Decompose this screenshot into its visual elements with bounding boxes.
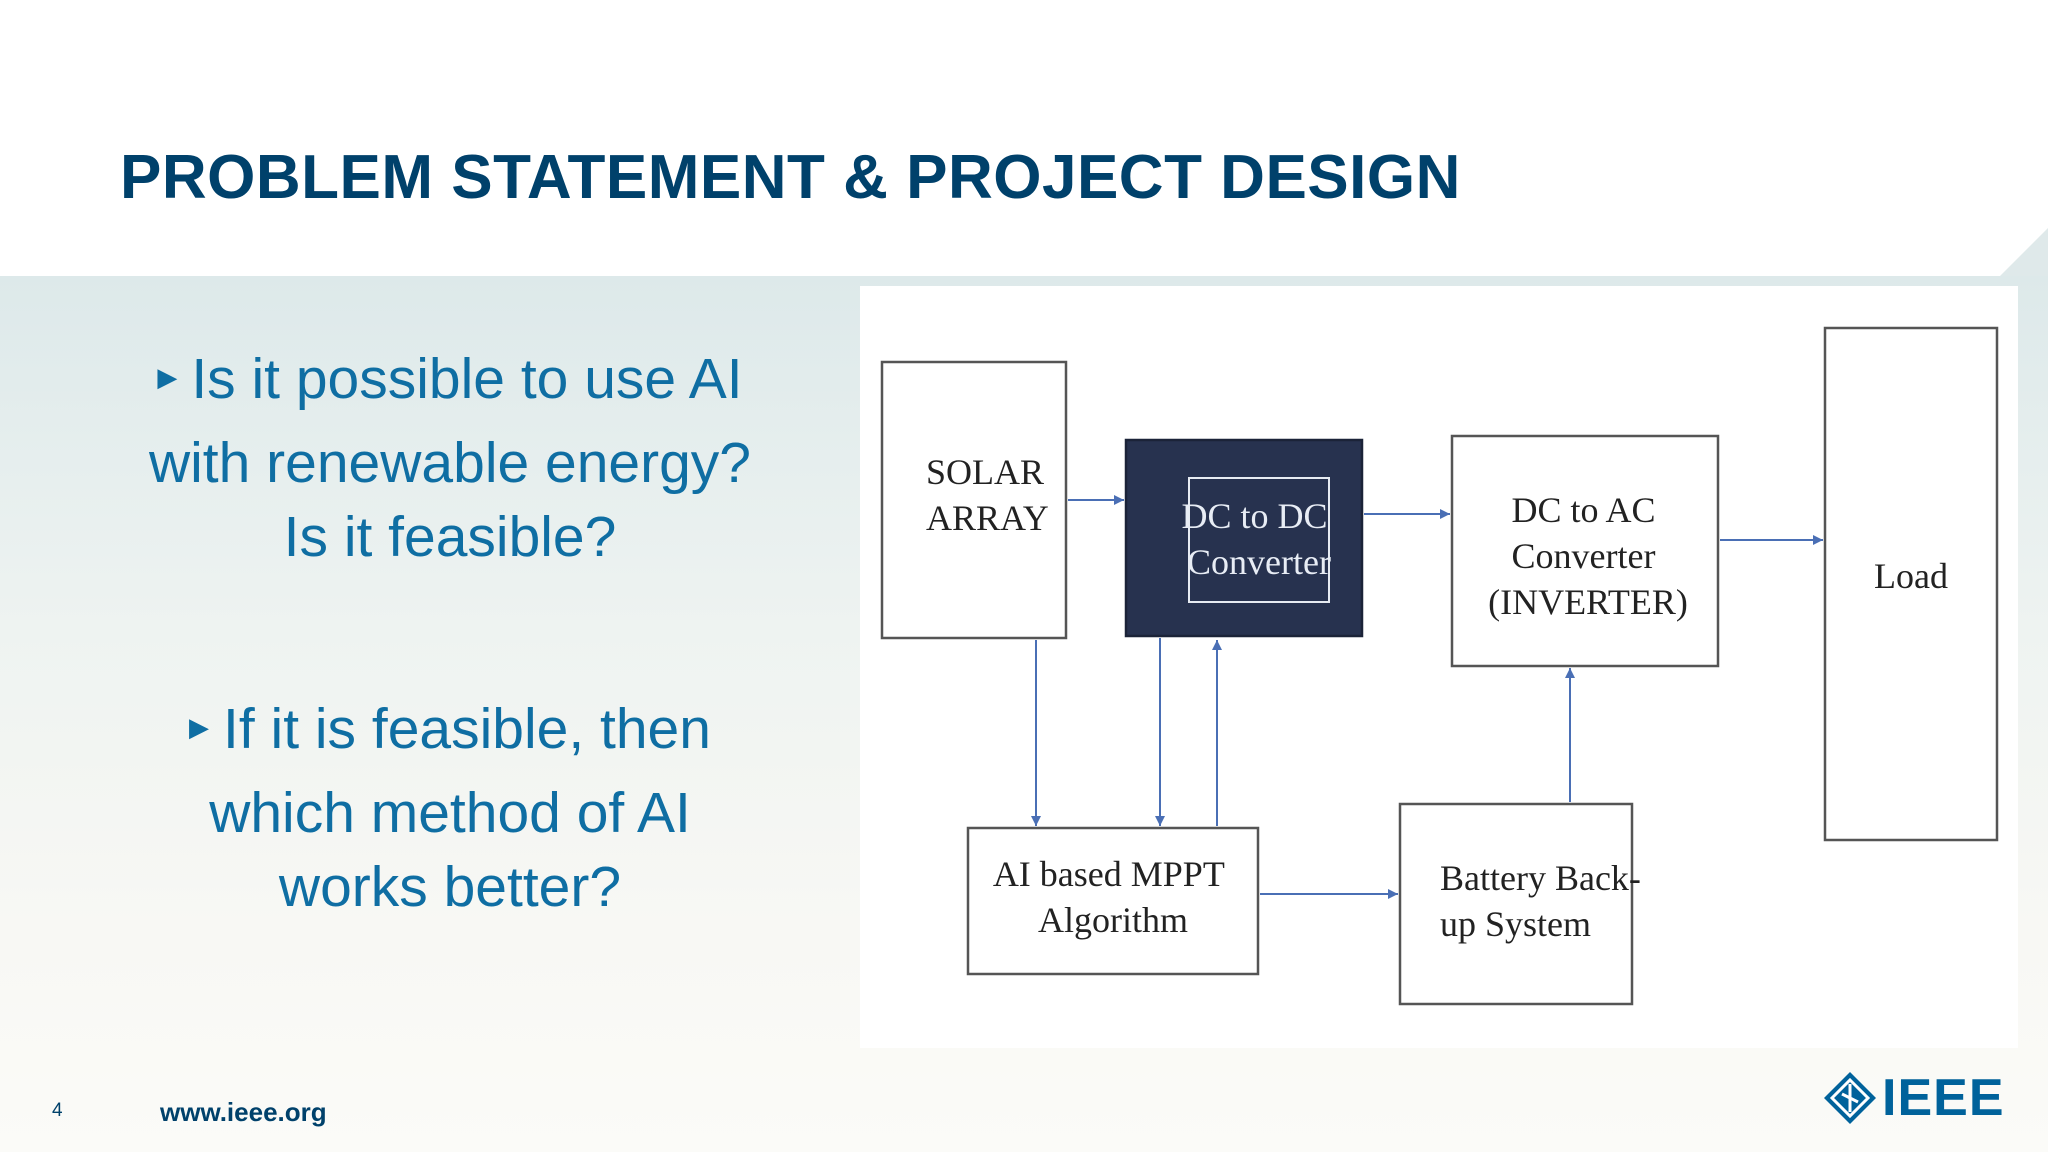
- dc-dc-label-line-2: Converter: [1187, 542, 1331, 582]
- mppt-label-line-1: AI based MPPT: [993, 854, 1225, 894]
- mppt-algorithm-box: [966, 826, 1260, 976]
- battery-backup-box: [1398, 802, 1634, 1006]
- bullet-marker-icon: ▶: [189, 712, 210, 742]
- page-number: 4: [52, 1100, 63, 1121]
- solar-array-label-line-2: ARRAY: [926, 498, 1049, 538]
- ieee-logo-text: IEEE: [1882, 1069, 2005, 1127]
- slide-title: PROBLEM STATEMENT & PROJECT DESIGN: [120, 143, 1461, 212]
- bullet-1-line-2: with renewable energy?: [148, 431, 752, 495]
- mppt-label: AI based MPPT Algorithm: [993, 854, 1233, 940]
- dc-ac-label: DC to AC Converter (INVERTER): [1488, 490, 1688, 622]
- ieee-logo: IEEE: [1822, 1068, 2008, 1128]
- load-box: [1823, 326, 1999, 842]
- solar-array-box: [880, 360, 1068, 640]
- diagram-svg: SOLAR ARRAY DC to DC Converter DC to AC …: [880, 326, 1999, 1006]
- dc-ac-label-line-3: (INVERTER): [1488, 582, 1688, 622]
- bullet-1-line-1: Is it possible to use AI: [191, 347, 743, 411]
- bullet-list: ▶ Is it possible to use AI with renewable…: [90, 342, 810, 1042]
- battery-label-line-1: Battery Back-: [1440, 858, 1641, 898]
- dc-dc-label-line-1: DC to DC: [1181, 496, 1327, 536]
- solar-array-label-line-1: SOLAR: [926, 452, 1044, 492]
- dc-dc-converter-box: [1124, 438, 1364, 638]
- battery-label-line-2: up System: [1440, 904, 1591, 944]
- dc-ac-label-line-1: DC to AC: [1511, 490, 1655, 530]
- dc-ac-label-line-2: Converter: [1512, 536, 1656, 576]
- bullet-1-line-3: Is it feasible?: [283, 505, 617, 569]
- dc-dc-label: DC to DC Converter: [1181, 496, 1336, 582]
- mppt-label-line-2: Algorithm: [1038, 900, 1188, 940]
- bullet-2-line-2: which method of AI: [209, 781, 691, 845]
- ieee-diamond-icon: [1824, 1072, 1876, 1124]
- solar-array-label: SOLAR ARRAY: [926, 452, 1053, 538]
- dc-dc-inner-box: [1188, 477, 1330, 603]
- load-label: Load: [1874, 556, 1948, 596]
- bullet-item-2: ▶ If it is feasible, then which method of…: [90, 692, 810, 924]
- header-band: [0, 0, 2048, 276]
- block-diagram: SOLAR ARRAY DC to DC Converter DC to AC …: [860, 286, 2018, 1048]
- corner-accent: [2000, 228, 2048, 276]
- bullet-marker-icon: ▶: [157, 362, 178, 392]
- bullet-2-line-3: works better?: [278, 855, 622, 919]
- footer-url-link[interactable]: www.ieee.org: [160, 1097, 327, 1127]
- bullet-2-line-1: If it is feasible, then: [223, 697, 711, 761]
- dc-ac-converter-box: [1450, 434, 1720, 668]
- bullet-item-1: ▶ Is it possible to use AI with renewable…: [90, 342, 810, 574]
- battery-label: Battery Back- up System: [1440, 858, 1650, 944]
